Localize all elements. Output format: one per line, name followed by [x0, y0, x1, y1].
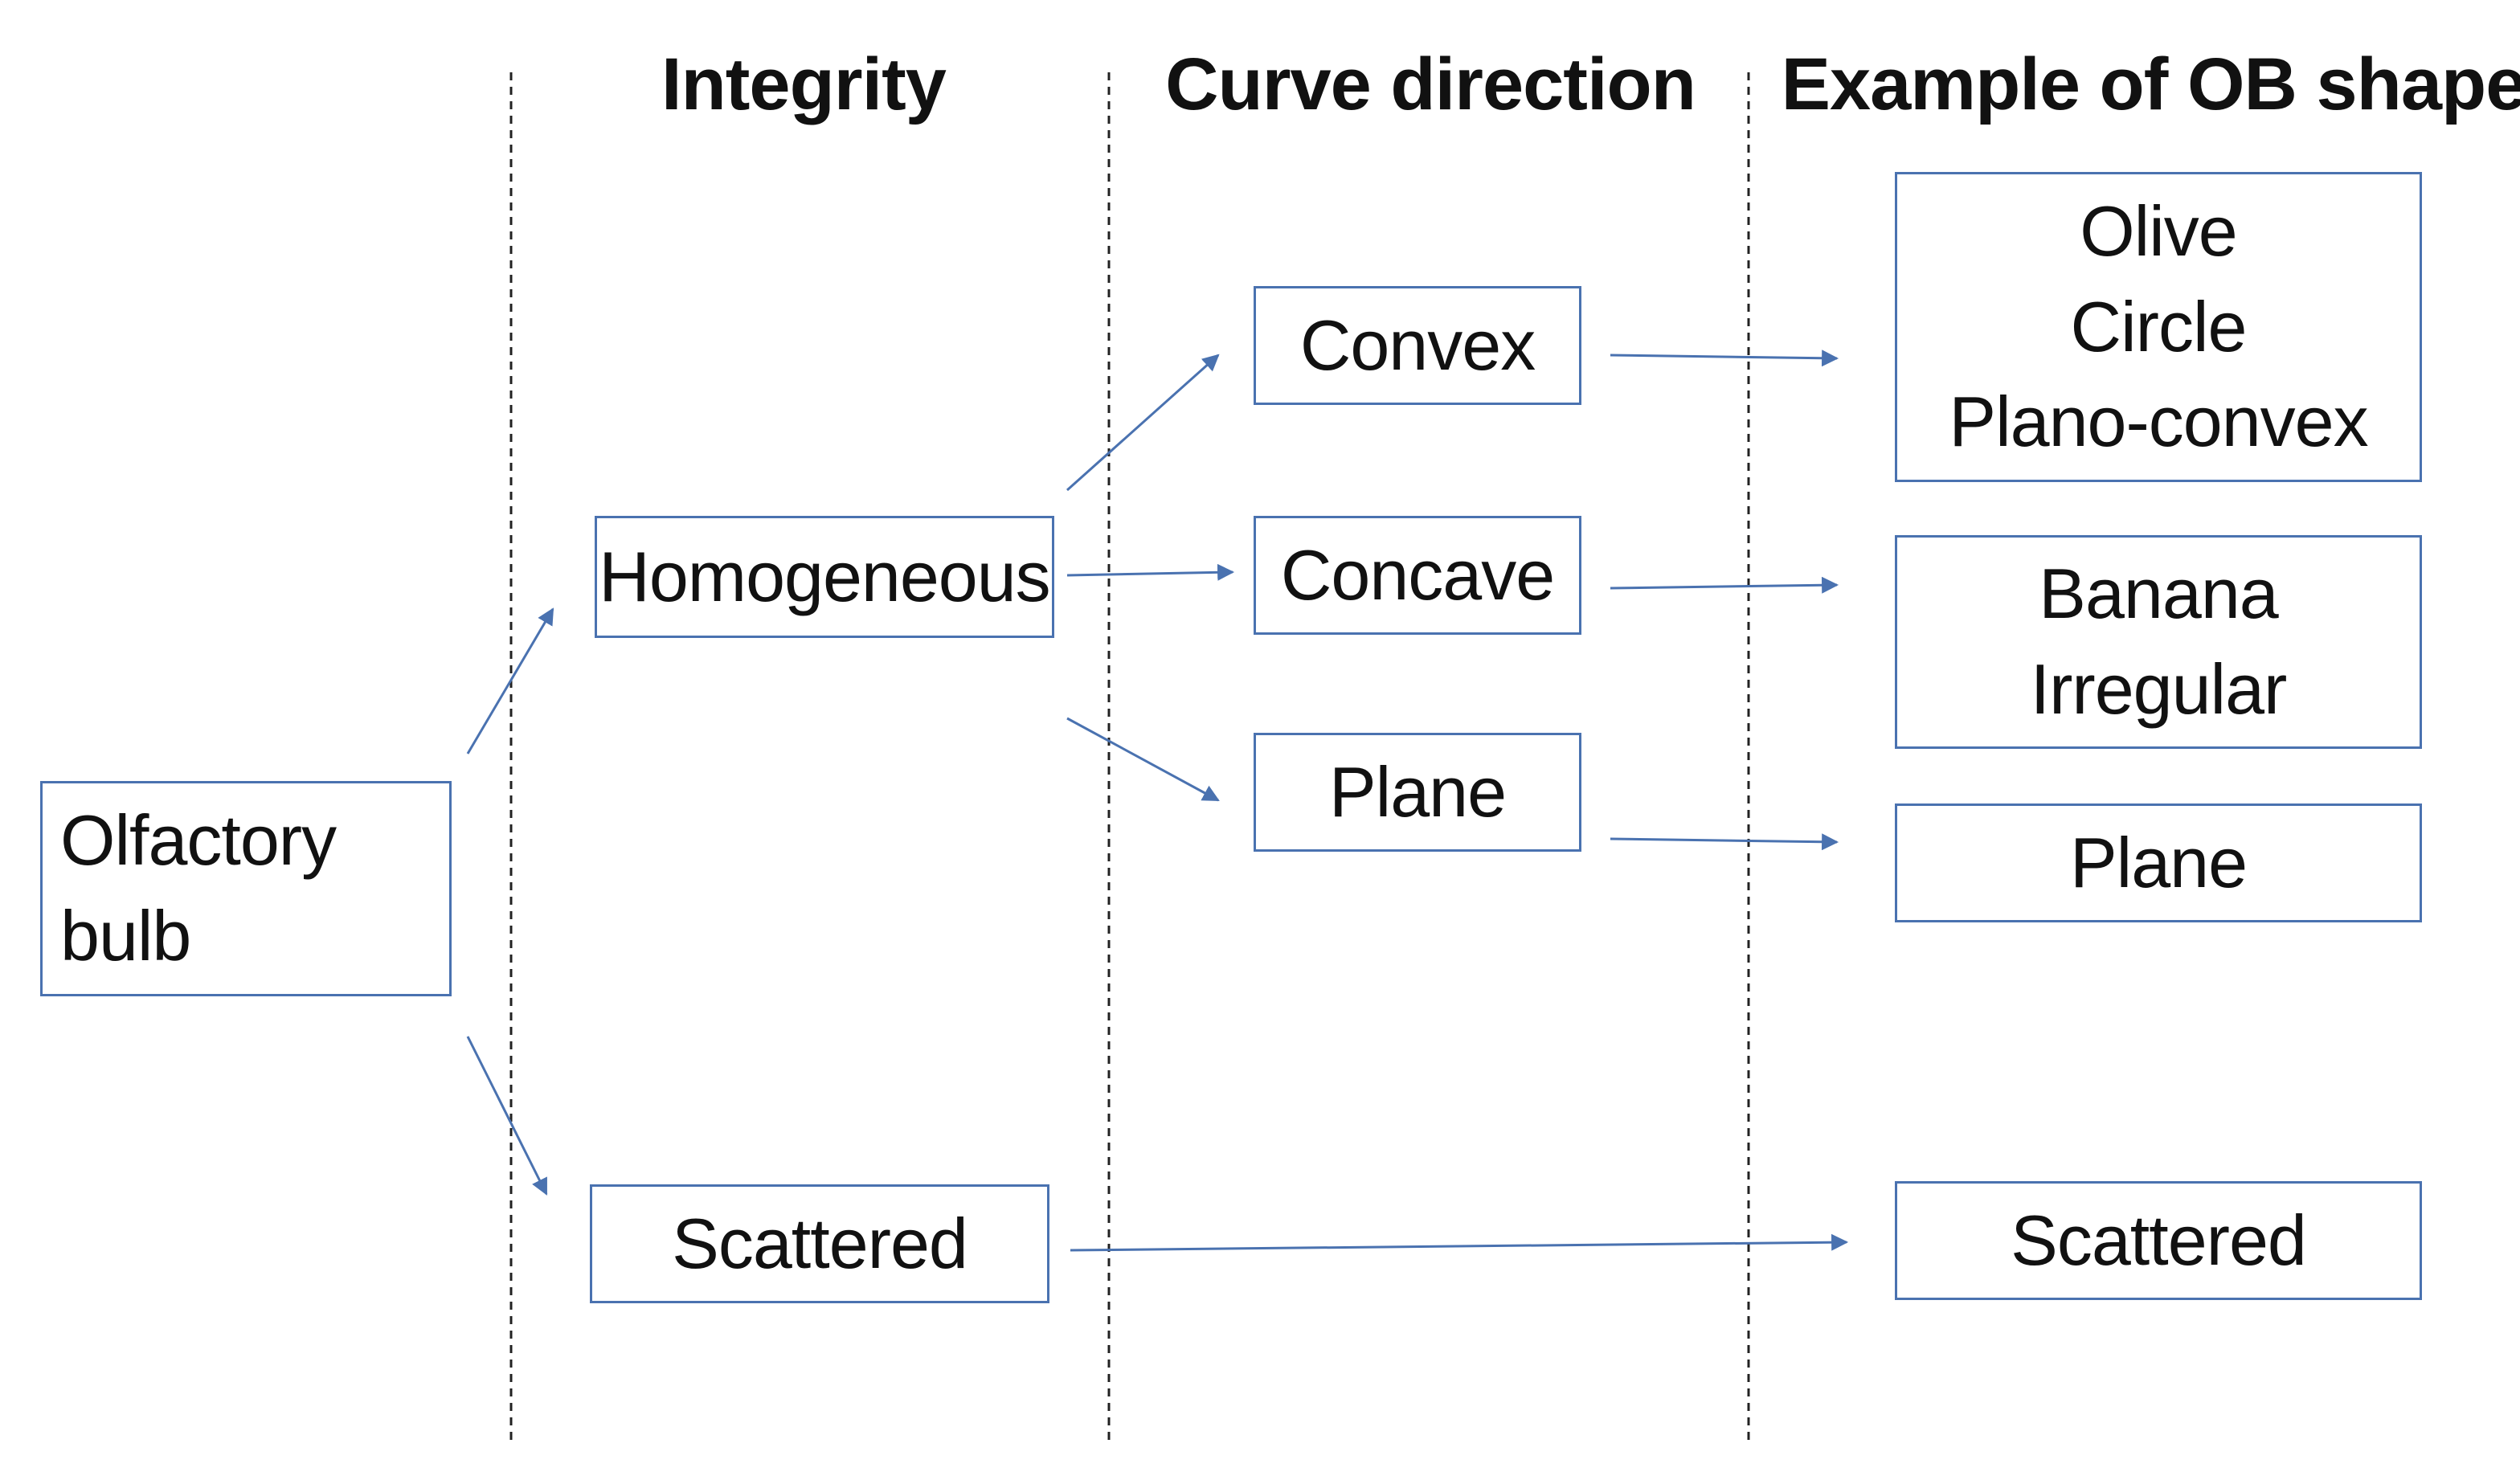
node-shapes-scattered: Scattered [1895, 1181, 2422, 1300]
node-olfactory-bulb: Olfactory bulb [40, 781, 452, 996]
node-scattered-integrity: Scattered [590, 1184, 1049, 1303]
node-concave: Concave [1254, 516, 1581, 635]
node-olfactory-bulb-label: Olfactory bulb [60, 793, 337, 984]
node-shapes-convex-label: Olive Circle Plano-convex [1949, 184, 2368, 470]
arrow-homogeneous-to-concave [1066, 563, 1235, 581]
header-integrity: Integrity [661, 43, 947, 125]
arrow-concave-to-shapes [1610, 576, 1839, 594]
arrow-homogeneous-to-plane [1066, 717, 1220, 802]
arrow-root-to-homogeneous [466, 607, 554, 754]
node-shapes-scattered-label: Scattered [2011, 1200, 2307, 1280]
arrow-plane-to-shape [1610, 833, 1839, 851]
node-plane-curve: Plane [1254, 733, 1581, 852]
shape-plano-convex: Plano-convex [1949, 382, 2368, 462]
node-plane-curve-label: Plane [1328, 751, 1507, 832]
shape-irregular: Irregular [2030, 649, 2288, 729]
node-shapes-plane-label: Plane [2069, 822, 2248, 902]
shape-banana: Banana [2039, 554, 2278, 634]
node-concave-label: Concave [1280, 534, 1555, 615]
arrow-root-to-scattered [466, 1036, 548, 1196]
node-shapes-concave: Banana Irregular [1895, 535, 2422, 749]
node-convex-label: Convex [1299, 305, 1536, 385]
header-curve-direction: Curve direction [1165, 43, 1696, 125]
node-olfactory-bulb-line-2: bulb [60, 896, 191, 975]
node-homogeneous-label: Homogeneous [599, 536, 1050, 616]
arrow-homogeneous-to-convex [1066, 354, 1220, 492]
arrow-scattered-to-shape [1070, 1233, 1849, 1252]
arrow-convex-to-shapes [1610, 350, 1839, 367]
node-shapes-plane: Plane [1895, 803, 2422, 922]
shape-olive: Olive [2080, 190, 2237, 271]
node-homogeneous: Homogeneous [595, 516, 1054, 638]
node-scattered-integrity-label: Scattered [672, 1203, 968, 1283]
header-example-ob-shape: Example of OB shape [1781, 43, 2520, 125]
node-convex: Convex [1254, 286, 1581, 405]
node-shapes-convex: Olive Circle Plano-convex [1895, 172, 2422, 482]
shape-circle: Circle [2070, 286, 2248, 366]
node-shapes-concave-label: Banana Irregular [2030, 546, 2288, 738]
node-olfactory-bulb-line-1: Olfactory [60, 800, 337, 881]
